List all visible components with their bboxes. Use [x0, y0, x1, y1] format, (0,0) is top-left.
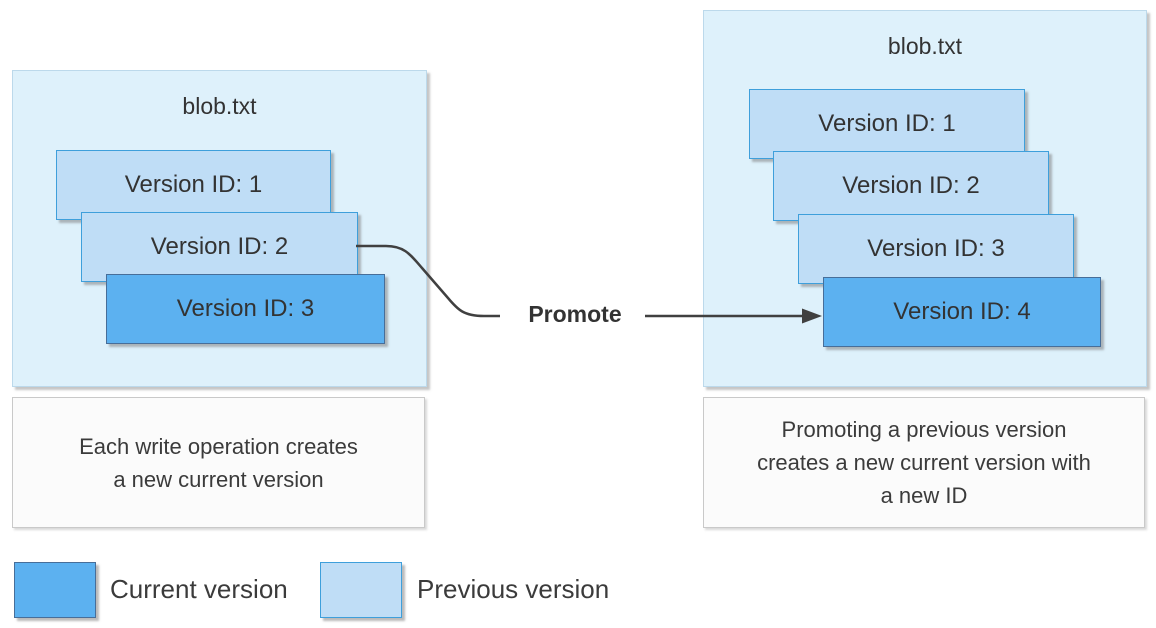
- version-label: Version ID: 3: [176, 295, 315, 322]
- promote-label: Promote: [528, 301, 622, 327]
- version-box-left-1: Version ID: 1: [56, 150, 331, 220]
- legend-label-current-version: Current version: [110, 574, 288, 604]
- legend-swatch-previous-version: [320, 562, 402, 618]
- caption-right: Promoting a previous version creates a n…: [703, 397, 1145, 528]
- blob-container-left: blob.txt Version ID: 1 Version ID: 2 Ver…: [12, 70, 427, 387]
- blob-container-right: blob.txt Version ID: 1 Version ID: 2 Ver…: [703, 10, 1147, 387]
- blob-filename-left: blob.txt: [182, 93, 257, 119]
- version-label: Version ID: 1: [124, 171, 263, 198]
- version-box-left-2: Version ID: 2: [81, 212, 358, 282]
- legend-label-previous-version: Previous version: [417, 574, 610, 604]
- version-box-right-3: Version ID: 3: [798, 214, 1074, 284]
- caption-left-text: Each write operation creates a new curre…: [79, 433, 358, 492]
- version-box-right-2: Version ID: 2: [773, 151, 1049, 221]
- legend-swatch-current-version: [14, 562, 96, 618]
- blob-filename-right: blob.txt: [887, 33, 963, 59]
- version-label: Version ID: 2: [150, 233, 289, 260]
- version-box-left-3-current: Version ID: 3: [106, 274, 385, 344]
- caption-right-text: Promoting a previous version creates a n…: [757, 417, 1091, 508]
- version-box-right-1: Version ID: 1: [749, 89, 1025, 159]
- version-box-right-4-current: Version ID: 4: [823, 277, 1101, 347]
- version-label: Version ID: 1: [818, 110, 956, 137]
- caption-left: Each write operation creates a new curre…: [12, 397, 425, 528]
- version-label: Version ID: 3: [867, 235, 1005, 262]
- version-label: Version ID: 4: [893, 298, 1031, 325]
- version-label: Version ID: 2: [842, 172, 980, 199]
